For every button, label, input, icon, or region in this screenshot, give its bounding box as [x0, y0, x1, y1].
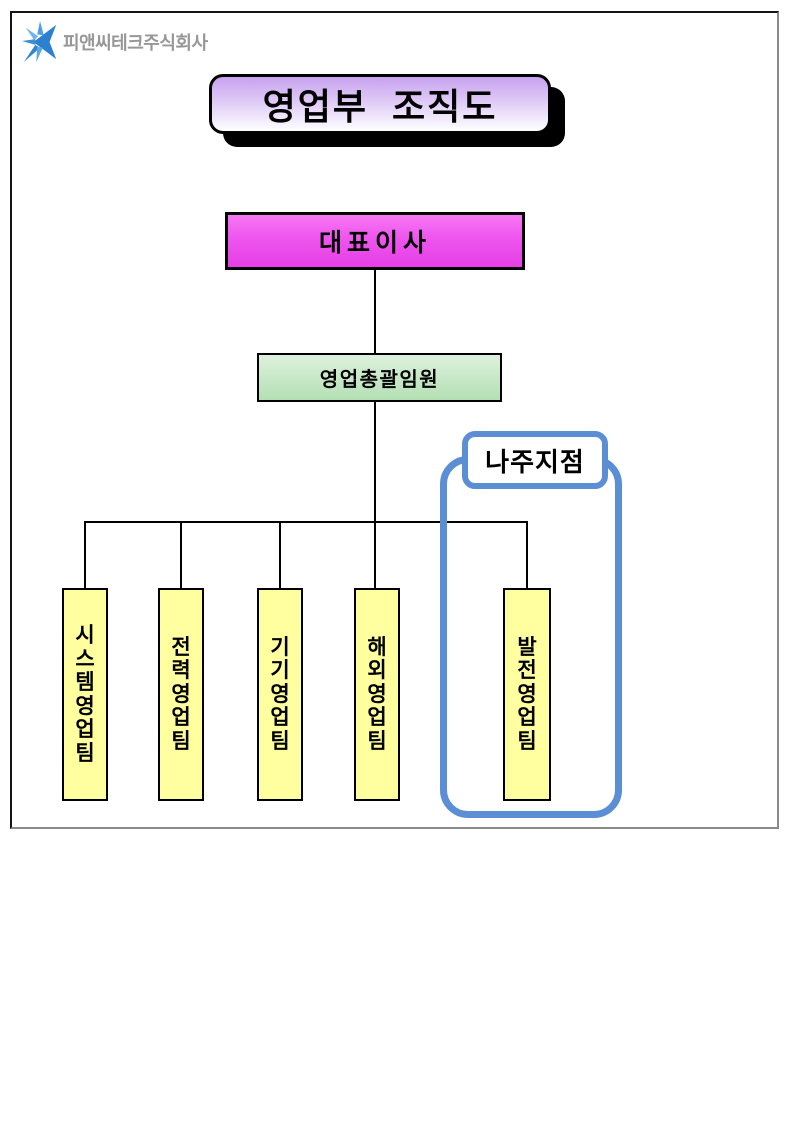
connector-exec-to-teams [374, 402, 376, 589]
diagram-title-box: 영업부 조직도 [209, 74, 551, 134]
node-team-overseas-sales: 해외영업팀 [354, 588, 400, 801]
node-sales-executive: 영업총괄임원 [257, 353, 502, 402]
connector-drop-team-3 [279, 521, 281, 589]
connector-drop-team-5 [526, 521, 528, 589]
node-team-power-sales: 전력영업팀 [158, 588, 204, 801]
node-sales-executive-label: 영업총괄임원 [319, 369, 440, 391]
connector-horizontal-bus [84, 521, 528, 523]
node-ceo: 대표이사 [225, 212, 525, 270]
company-name: 피앤씨테크주식회사 [63, 33, 208, 53]
node-team-generation-sales: 발전영업팀 [503, 588, 551, 801]
node-ceo-label: 대표이사 [318, 229, 431, 257]
node-team-generation-sales-label: 발전영업팀 [517, 635, 537, 753]
branch-group-label: 나주지점 [485, 446, 585, 477]
connector-ceo-to-exec [374, 270, 376, 354]
branch-group-label-box: 나주지점 [462, 431, 608, 489]
node-team-power-sales-label: 전력영업팀 [171, 635, 191, 753]
starburst-icon [22, 21, 60, 63]
company-logo: 피앤씨테크주식회사 [22, 21, 208, 63]
connector-drop-team-2 [180, 521, 182, 589]
node-team-system-sales: 시스템영업팀 [62, 588, 108, 801]
diagram-title: 영업부 조직도 [262, 86, 498, 127]
node-team-system-sales-label: 시스템영업팀 [75, 624, 95, 765]
connector-drop-team-1 [84, 521, 86, 589]
node-team-equipment-sales-label: 기기영업팀 [270, 635, 290, 753]
node-team-equipment-sales: 기기영업팀 [257, 588, 303, 801]
node-team-overseas-sales-label: 해외영업팀 [367, 635, 387, 753]
